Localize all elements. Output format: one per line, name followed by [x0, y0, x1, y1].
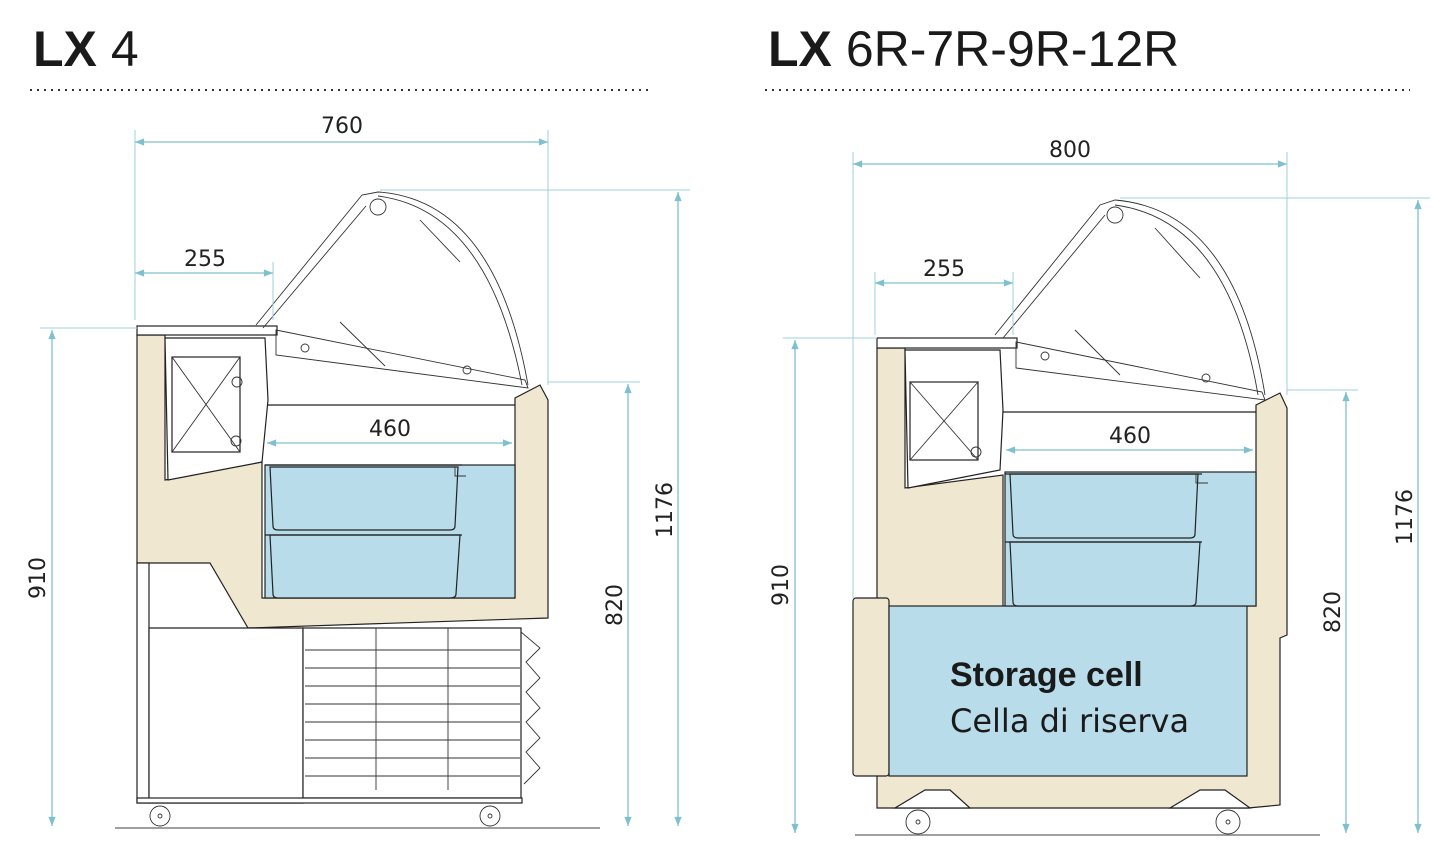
- lx4-dimensions: 760 255 460 910 820 1176: [26, 114, 690, 826]
- dim-height-total: 1176: [1393, 489, 1418, 545]
- lx6r-section: LX 6R-7R-9R-12R: [765, 21, 1430, 836]
- lx4-title: LX 4: [33, 21, 139, 77]
- lx4-cabinet: [115, 191, 600, 829]
- dim-height-low: 820: [1321, 591, 1346, 633]
- storage-cell-label-it: Cella di riserva: [950, 702, 1189, 740]
- dim-counter-height: 910: [769, 564, 794, 606]
- dim-counter-height: 910: [26, 557, 51, 599]
- lx4-section: LX 4: [26, 21, 690, 829]
- dim-depth-top: 255: [184, 247, 226, 272]
- dim-pan: 460: [369, 417, 411, 442]
- dim-width: 760: [321, 114, 363, 139]
- storage-cell-label: Storage cell: [950, 656, 1143, 694]
- dim-height-total: 1176: [653, 482, 678, 538]
- dim-depth-top: 255: [923, 257, 965, 282]
- dim-pan: 460: [1109, 424, 1151, 449]
- lx6r-dimensions: 800 255 460 910 820 1176: [769, 138, 1430, 833]
- dim-width: 800: [1049, 138, 1091, 163]
- dim-height-low: 820: [603, 584, 628, 626]
- lx4-condenser-grille: [305, 628, 541, 790]
- lx6r-title: LX 6R-7R-9R-12R: [768, 21, 1179, 77]
- lx6r-cabinet: Storage cell Cella di riserva: [852, 199, 1320, 836]
